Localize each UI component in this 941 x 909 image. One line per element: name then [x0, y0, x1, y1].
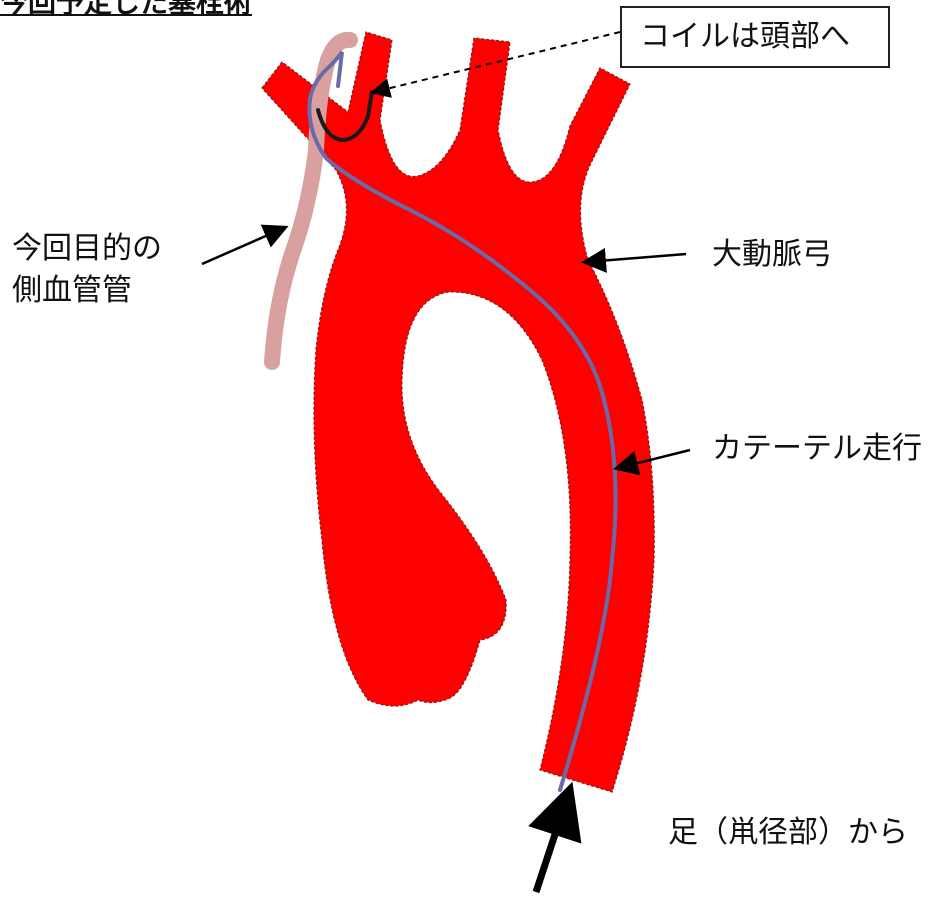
collateral-label-line2: 側血管管	[12, 270, 162, 312]
aortic-arch-arrow	[586, 254, 686, 262]
coil-label: コイルは頭部へ	[640, 16, 850, 58]
aortic-arch-label: 大動脈弓	[712, 234, 832, 276]
foot-entry-label: 足（鼡径部）から	[668, 812, 908, 854]
collateral-arrow	[202, 228, 284, 264]
collateral-label-line1: 今回目的の	[12, 228, 162, 270]
page-title: 今回予定した塞栓術	[0, 0, 252, 24]
catheter-label: カテーテル走行	[712, 428, 922, 470]
collateral-label: 今回目的の 側血管管	[12, 228, 162, 312]
foot-entry-arrow	[536, 795, 568, 892]
